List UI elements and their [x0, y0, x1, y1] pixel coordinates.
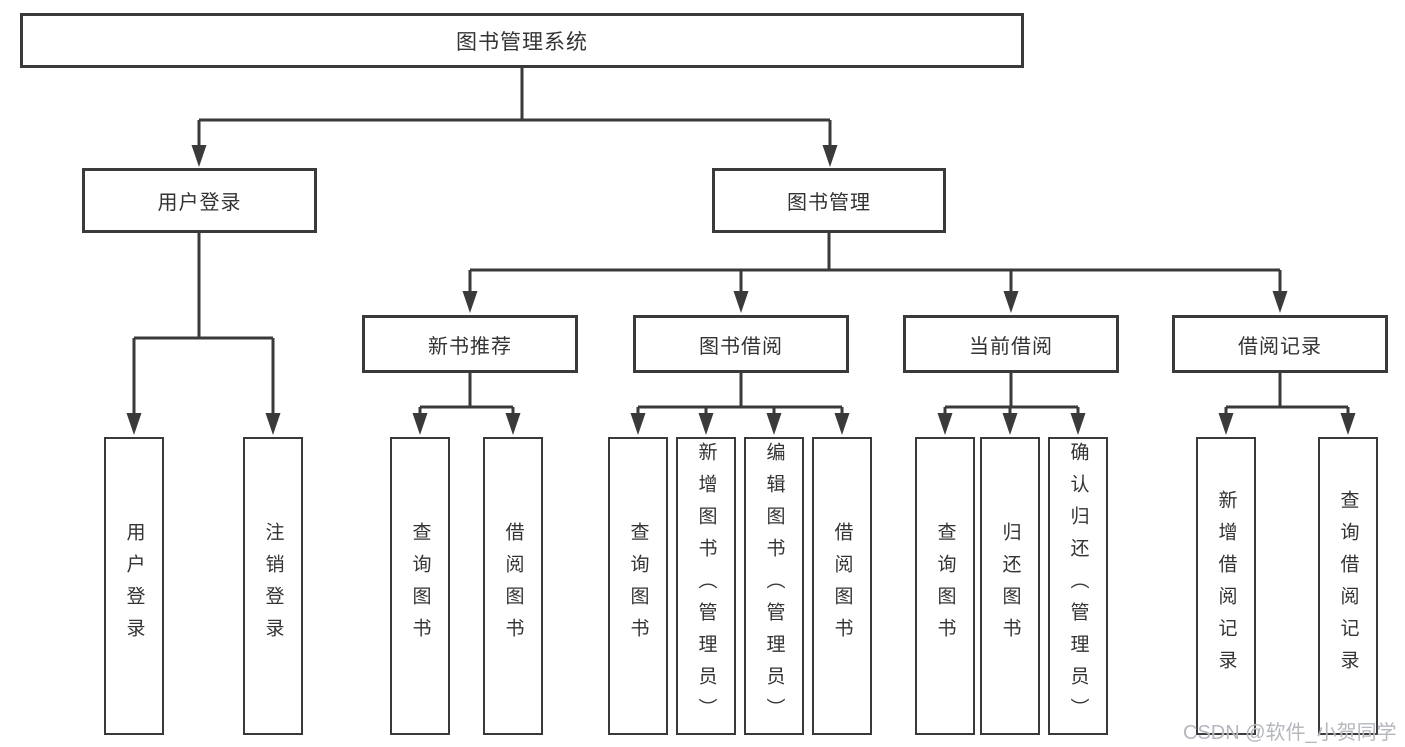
leaf-query-books-new: 查询图书 — [390, 437, 450, 735]
arrowhead — [1003, 291, 1019, 313]
connector-new-book-to-leaves — [412, 373, 521, 435]
node-book-borrowing-label: 图书借阅 — [699, 335, 783, 358]
connector-current-borrow-to-leaves — [937, 373, 1086, 435]
connector-user-login-to-leaves — [126, 233, 281, 435]
arrowhead — [630, 413, 646, 435]
node-borrowing-records-label: 借阅记录 — [1238, 335, 1322, 358]
leaf-query-borrow-record-label: 查询借阅记录 — [1337, 490, 1359, 682]
arrowhead — [698, 413, 714, 435]
leaf-query-books-new-label: 查询图书 — [409, 522, 431, 650]
arrowhead — [1070, 413, 1086, 435]
node-library-management-system: 图书管理系统 — [20, 13, 1024, 68]
arrowhead — [937, 413, 953, 435]
leaf-user-login: 用户登录 — [104, 437, 164, 735]
connector-book-borrow-to-leaves — [630, 373, 850, 435]
csdn-watermark: CSDN @软件_小贺同学 — [1183, 722, 1397, 744]
arrowhead — [462, 291, 478, 313]
node-current-borrowing: 当前借阅 — [903, 315, 1119, 373]
node-current-borrowing-label: 当前借阅 — [969, 335, 1053, 358]
leaf-return-books: 归还图书 — [980, 437, 1040, 735]
node-new-book-recommendation: 新书推荐 — [362, 315, 578, 373]
connector-borrow-record-to-leaves — [1218, 373, 1356, 435]
leaf-edit-book-admin: 编辑图书（管理员） — [744, 437, 804, 735]
leaf-query-books-borrow-label: 查询图书 — [627, 522, 649, 650]
leaf-add-book-admin: 新增图书（管理员） — [676, 437, 736, 735]
leaf-query-books-borrow: 查询图书 — [608, 437, 668, 735]
leaf-add-borrow-record: 新增借阅记录 — [1196, 437, 1256, 735]
node-user-login-label: 用户登录 — [157, 192, 242, 214]
leaf-add-borrow-record-label: 新增借阅记录 — [1215, 490, 1237, 682]
leaf-add-book-admin-label: 新增图书（管理员） — [695, 442, 717, 730]
arrowhead — [1002, 413, 1018, 435]
arrowhead — [733, 291, 749, 313]
leaf-confirm-return-admin-label: 确认归还（管理员） — [1067, 442, 1089, 730]
leaf-borrow-books: 借阅图书 — [812, 437, 872, 735]
leaf-user-login-label: 用户登录 — [123, 522, 145, 650]
leaf-query-borrow-record: 查询借阅记录 — [1318, 437, 1378, 735]
leaf-logout-label: 注销登录 — [262, 522, 284, 650]
leaf-confirm-return-admin: 确认归还（管理员） — [1048, 437, 1108, 735]
leaf-return-books-label: 归还图书 — [999, 522, 1021, 650]
arrowhead — [1272, 291, 1288, 313]
connector-book-management-to-level3 — [462, 233, 1288, 313]
leaf-borrow-books-new: 借阅图书 — [483, 437, 543, 735]
arrowhead — [1218, 413, 1234, 435]
arrowhead — [265, 413, 281, 435]
connector-root-to-level2 — [191, 68, 838, 167]
node-book-management: 图书管理 — [712, 168, 946, 233]
node-user-login: 用户登录 — [82, 168, 317, 233]
leaf-borrow-books-new-label: 借阅图书 — [502, 522, 524, 650]
arrowhead — [834, 413, 850, 435]
leaf-logout: 注销登录 — [243, 437, 303, 735]
arrowhead — [191, 145, 207, 167]
node-new-book-recommendation-label: 新书推荐 — [428, 335, 512, 358]
arrowhead — [1340, 413, 1356, 435]
node-book-management-label: 图书管理 — [787, 192, 871, 214]
node-borrowing-records: 借阅记录 — [1172, 315, 1388, 373]
arrowhead — [766, 413, 782, 435]
leaf-query-books-current: 查询图书 — [915, 437, 975, 735]
arrowhead — [126, 413, 142, 435]
arrowhead — [505, 413, 521, 435]
arrowhead — [822, 145, 838, 167]
leaf-query-books-current-label: 查询图书 — [934, 522, 956, 650]
leaf-edit-book-admin-label: 编辑图书（管理员） — [763, 442, 785, 730]
arrowhead — [412, 413, 428, 435]
node-library-management-system-label: 图书管理系统 — [456, 30, 588, 54]
leaf-borrow-books-label: 借阅图书 — [831, 522, 853, 650]
node-book-borrowing: 图书借阅 — [633, 315, 849, 373]
